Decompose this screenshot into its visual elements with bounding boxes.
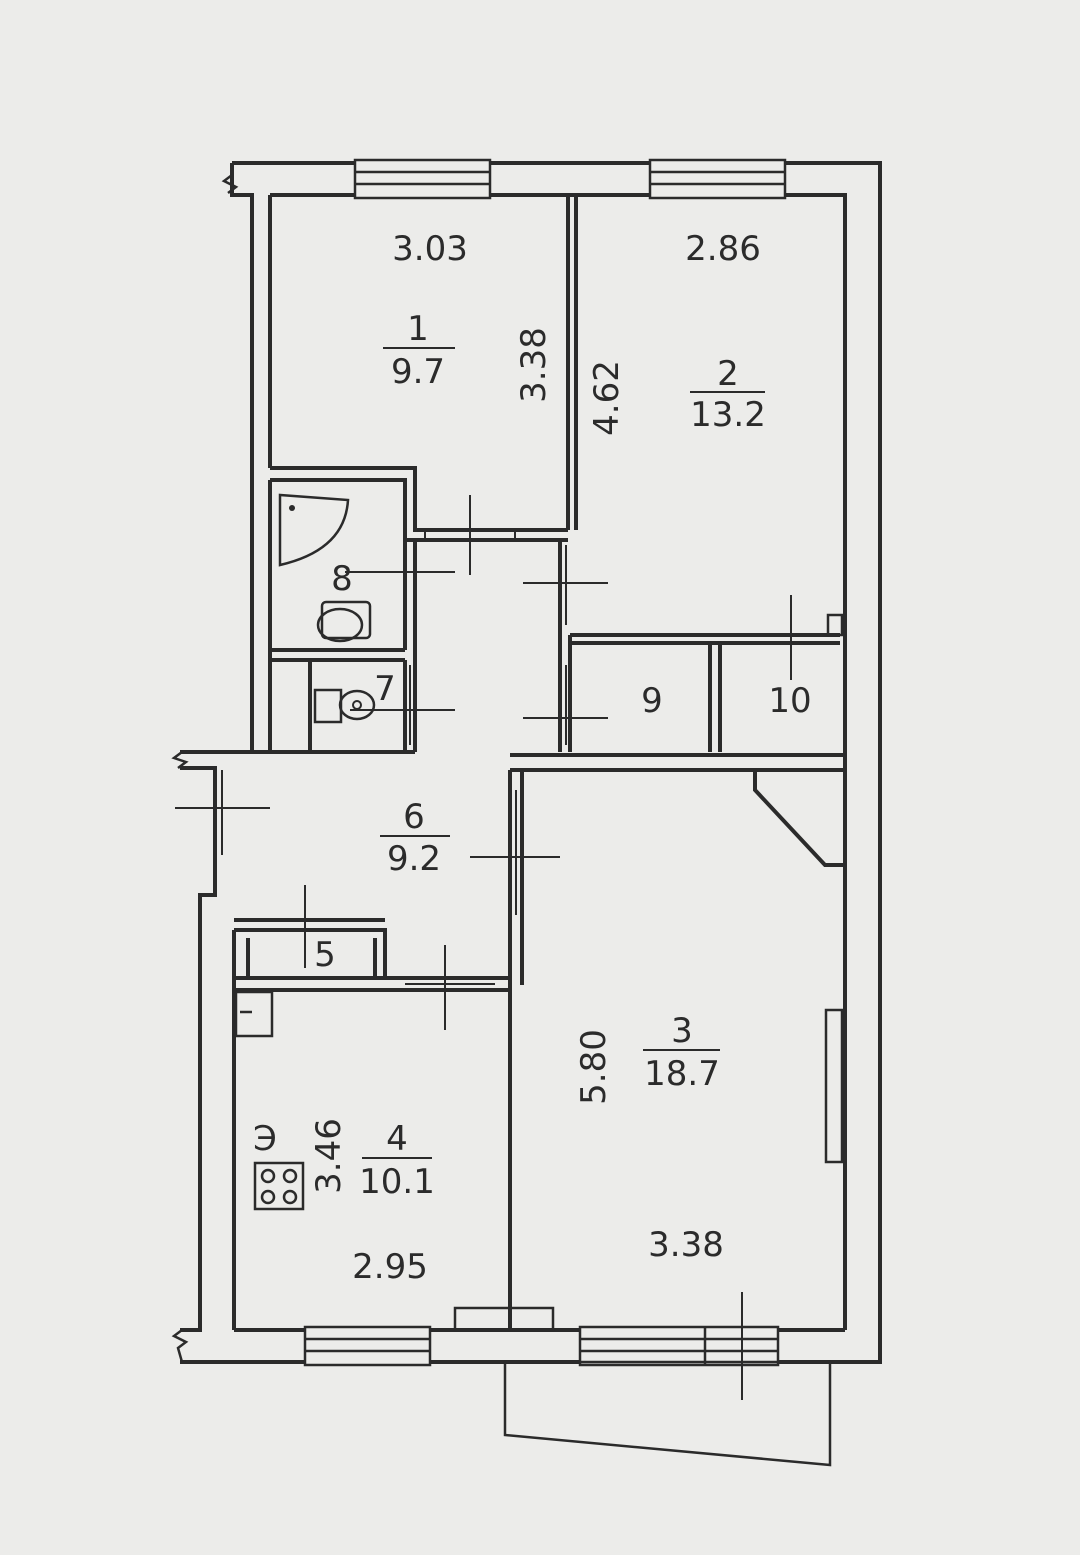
room-7-number: 7	[374, 669, 396, 709]
balcony	[503, 1360, 832, 1467]
toilet-icon	[313, 688, 376, 724]
room-3-width-dimension: 3.38	[648, 1225, 724, 1265]
room-4-area: 10.1	[359, 1162, 435, 1202]
room-3-area: 18.7	[644, 1054, 720, 1094]
room-6-area: 9.2	[387, 839, 441, 879]
room-3-length-dimension: 5.80	[574, 1029, 614, 1105]
sink-icon	[316, 600, 372, 643]
room-3-number: 3	[671, 1011, 693, 1051]
room-2-area: 13.2	[690, 395, 766, 435]
room-10-number: 10	[768, 681, 811, 721]
door-marks	[175, 495, 810, 1400]
room-1-area: 9.7	[391, 352, 445, 392]
room-2-length-dimension: 4.62	[587, 360, 627, 436]
room-2-width-dimension: 2.86	[685, 229, 761, 269]
interior-walls	[234, 195, 845, 1330]
room-5-number: 5	[314, 935, 336, 975]
stove-icon	[253, 1161, 305, 1211]
room-4-number: 4	[386, 1119, 408, 1159]
balcony-threshold	[453, 1306, 555, 1332]
room-1-number: 1	[407, 309, 429, 349]
room-8-number: 8	[331, 559, 353, 599]
room-4-length-dimension: 3.46	[309, 1118, 349, 1194]
window-right-room3	[824, 1008, 844, 1164]
window-top-right	[648, 158, 787, 200]
electric-stove-mark: Э	[253, 1119, 277, 1159]
room-4-width-dimension: 2.95	[352, 1247, 428, 1287]
window-bottom-room3	[578, 1325, 780, 1367]
window-bottom-kitchen	[303, 1325, 432, 1367]
room-6-number: 6	[403, 797, 425, 837]
shower-icon	[278, 493, 350, 567]
room-1-width-dimension: 3.03	[392, 229, 468, 269]
room-2-number: 2	[717, 354, 739, 394]
room-1-length-dimension: 3.38	[514, 327, 554, 403]
room-9-number: 9	[641, 681, 663, 721]
window-top-left	[353, 158, 492, 200]
